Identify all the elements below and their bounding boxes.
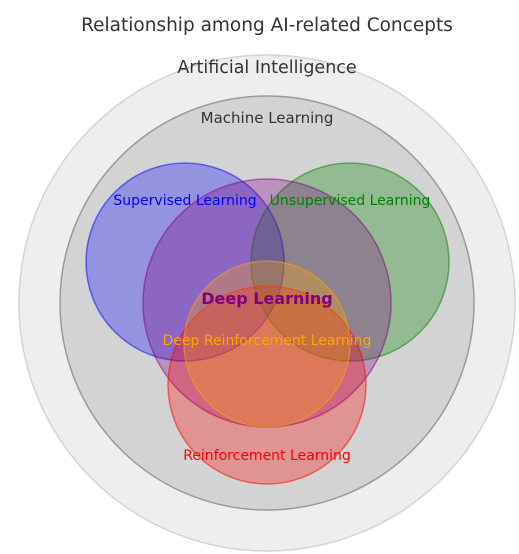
artificial-intelligence-circle (18, 54, 516, 552)
deep-reinforcement-learning-circle (183, 260, 351, 428)
machine-learning-circle (59, 95, 475, 511)
diagram-title: Relationship among AI-related Concepts (81, 15, 453, 36)
deep-learning-label: Deep Learning (201, 289, 332, 308)
unsupervised-learning-label: Unsupervised Learning (270, 193, 431, 209)
reinforcement-learning-circle (167, 285, 367, 485)
reinforcement-learning-label: Reinforcement Learning (183, 448, 351, 464)
artificial-intelligence-label: Artificial Intelligence (177, 58, 356, 78)
supervised-learning-label: Supervised Learning (113, 193, 256, 209)
deep-reinforcement-learning-label: Deep Reinforcement Learning (163, 333, 372, 349)
machine-learning-label: Machine Learning (201, 109, 334, 127)
